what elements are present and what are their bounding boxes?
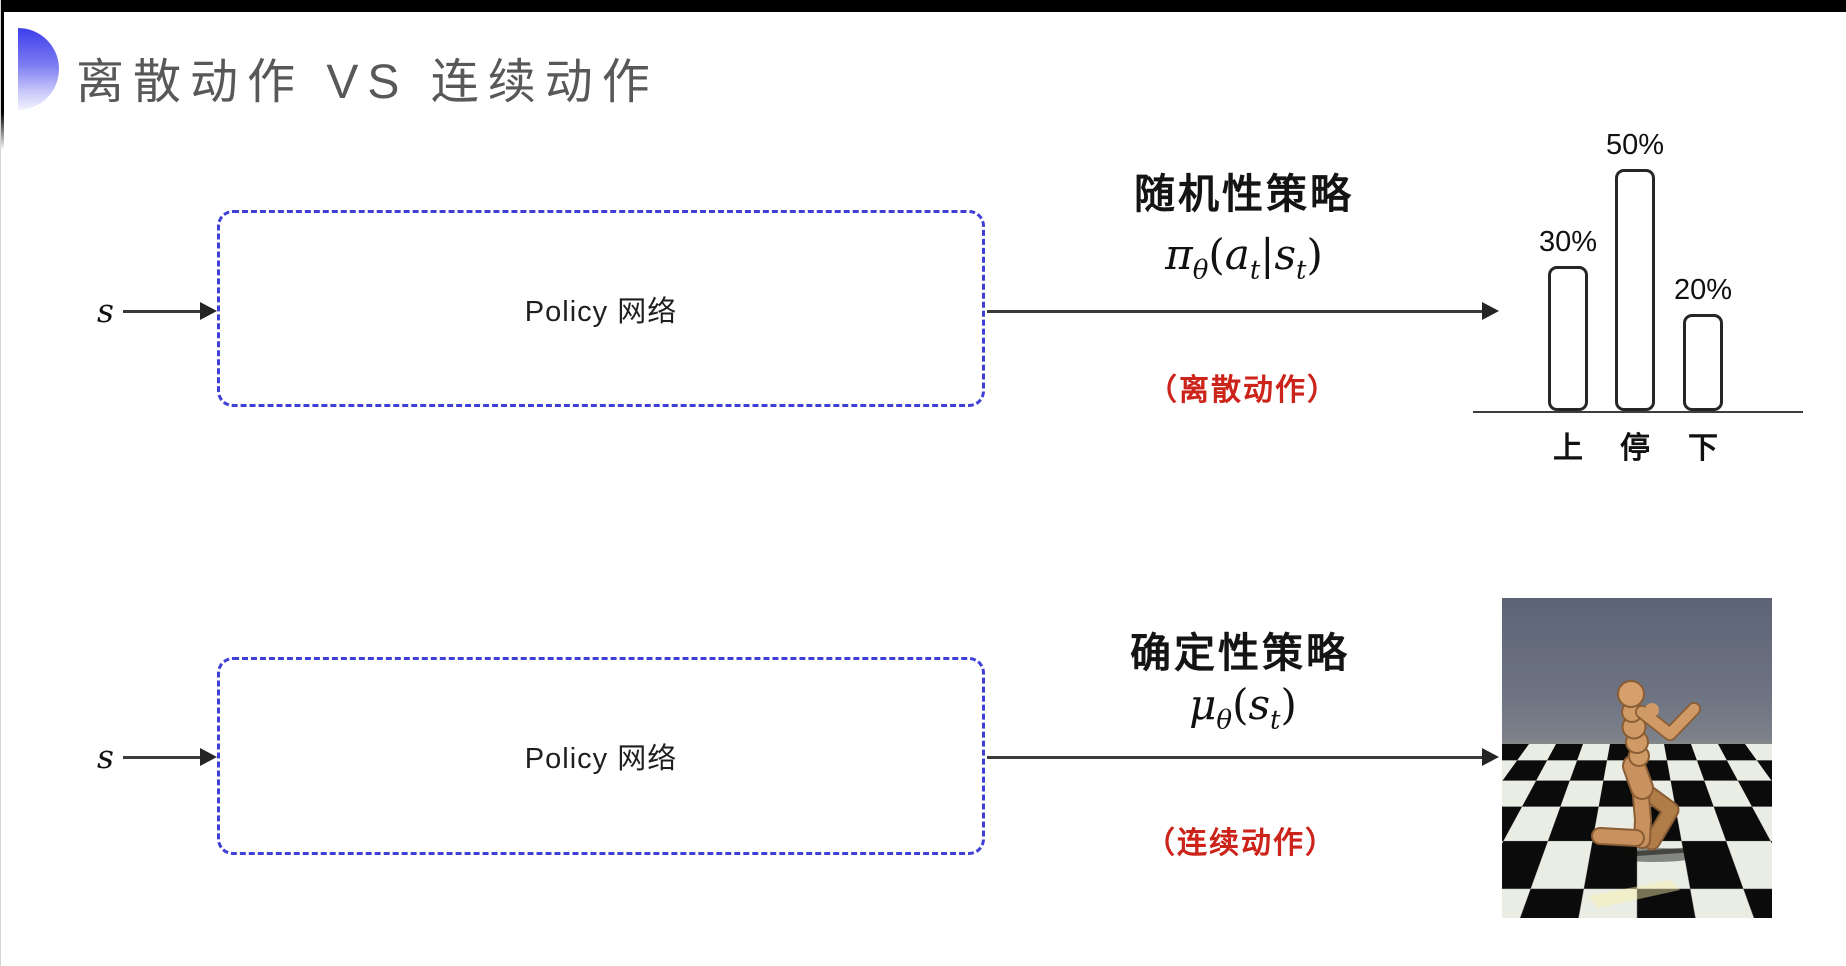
formula-close-paren2: )	[1280, 680, 1297, 729]
bar-下	[1683, 314, 1723, 411]
formula-s: s	[1274, 230, 1297, 279]
bar-停	[1615, 169, 1655, 411]
formula-pi: π	[1165, 230, 1193, 279]
value-label: 50%	[1605, 129, 1665, 161]
continuous-action-annotation: （连续动作）	[1145, 827, 1337, 860]
formula-a: a	[1224, 230, 1250, 279]
input-arrow-line-bottom	[123, 756, 203, 759]
left-letterbox-notch	[0, 0, 4, 150]
action-probability-bar-chart: 30% 上 50% 停 20% 下	[1473, 118, 1803, 466]
formula-s-sub: t	[1296, 255, 1307, 286]
policy-network-box-top: Policy 网络	[217, 210, 985, 407]
formula-s2: s	[1248, 680, 1271, 729]
state-input-label-top: s	[97, 291, 114, 330]
input-arrow-line-top	[123, 310, 203, 313]
category-label: 停	[1620, 432, 1650, 465]
formula-theta-sub: θ	[1192, 255, 1209, 286]
formula-open-paren2: (	[1232, 680, 1249, 729]
formula-bar: |	[1260, 230, 1275, 279]
policy-network-label-top: Policy 网络	[524, 295, 678, 328]
deterministic-policy-title: 确定性策略	[1130, 630, 1350, 676]
input-arrowhead-top	[200, 302, 217, 320]
discrete-action-annotation: （离散动作）	[1147, 374, 1339, 407]
state-input-label-bottom: s	[97, 737, 114, 776]
output-arrowhead-bottom	[1482, 748, 1499, 766]
value-label: 20%	[1673, 274, 1733, 306]
deterministic-policy-formula: μθ(st)	[1189, 680, 1297, 735]
left-edge-line	[0, 0, 1, 966]
policy-network-label-bottom: Policy 网络	[524, 743, 678, 775]
input-arrowhead-bottom	[200, 748, 217, 766]
output-arrowhead-top	[1482, 302, 1499, 320]
formula-s-sub2: t	[1270, 705, 1281, 736]
formula-theta-sub2: θ	[1216, 705, 1233, 736]
category-label: 下	[1688, 432, 1718, 465]
bar-上	[1548, 266, 1588, 411]
policy-network-box-bottom: Policy 网络	[217, 657, 985, 855]
title-bullet-icon	[18, 28, 59, 110]
top-letterbox-bar	[0, 0, 1846, 12]
output-arrow-line-top	[987, 310, 1482, 313]
page-title: 离散动作 VS 连续动作	[76, 56, 659, 109]
formula-open-paren: (	[1208, 230, 1225, 279]
formula-mu: μ	[1189, 680, 1217, 729]
formula-a-sub: t	[1249, 255, 1261, 286]
stochastic-policy-formula: πθ(at|st)	[1165, 230, 1323, 285]
humanoid-figure	[1588, 680, 1701, 908]
humanoid-simulation-image	[1502, 598, 1772, 918]
formula-close-paren: )	[1306, 230, 1323, 279]
chart-axis-line	[1473, 411, 1803, 413]
category-label: 上	[1553, 432, 1583, 465]
value-label: 30%	[1538, 226, 1598, 258]
stochastic-policy-title: 随机性策略	[1134, 171, 1354, 217]
output-arrow-line-bottom	[987, 756, 1482, 759]
